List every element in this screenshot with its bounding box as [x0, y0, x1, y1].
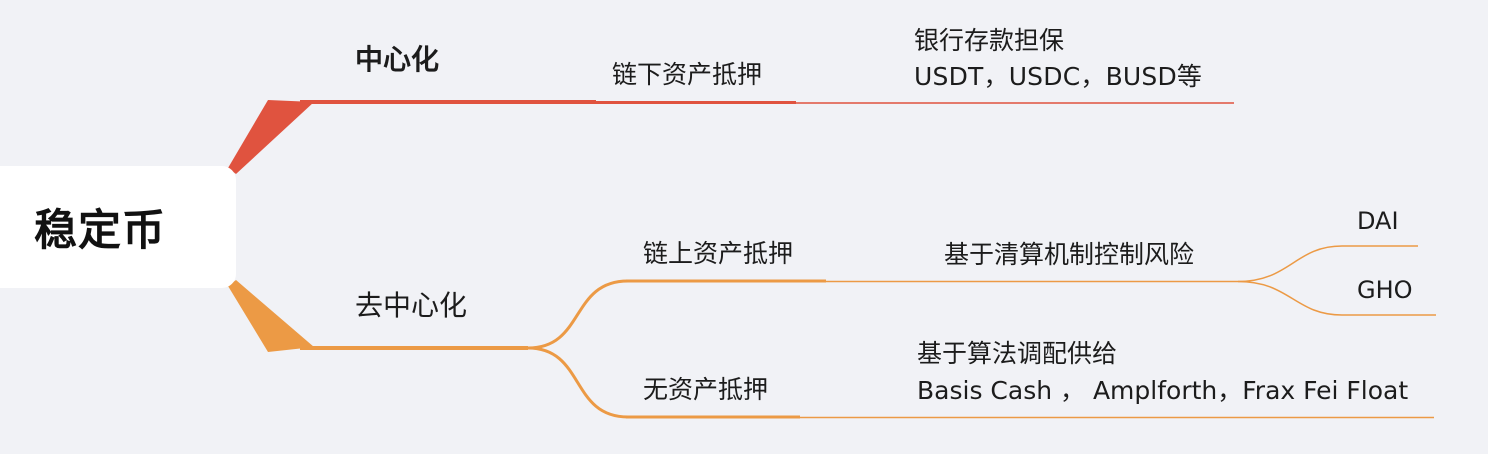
node-decentralized[interactable]: 去中心化	[355, 289, 468, 322]
decentralized-to-noasset-curve	[527, 346, 629, 419]
root-to-centralized-connector	[228, 100, 314, 174]
node-algorithmic-line1[interactable]: 基于算法调配供给	[917, 339, 1118, 368]
node-onchain-collateral[interactable]: 链上资产抵押	[643, 239, 794, 268]
node-algorithmic-line2[interactable]: Basis Cash ， Amplforth，Frax Fei Float	[917, 376, 1409, 405]
root-node[interactable]: 稳定币	[0, 166, 236, 288]
node-dai[interactable]: DAI	[1357, 207, 1399, 235]
node-no-asset-collateral[interactable]: 无资产抵押	[643, 375, 769, 404]
node-bank-deposit-line2[interactable]: USDT，USDC，BUSD等	[914, 62, 1203, 91]
root-to-decentralized-connector	[228, 280, 314, 352]
node-centralized[interactable]: 中心化	[355, 43, 440, 76]
node-gho[interactable]: GHO	[1357, 276, 1413, 304]
decentralized-to-onchain-curve	[527, 279, 629, 350]
node-liquidation-risk[interactable]: 基于清算机制控制风险	[944, 240, 1195, 269]
node-bank-deposit-line1[interactable]: 银行存款担保	[914, 26, 1065, 55]
node-offchain-collateral[interactable]: 链下资产抵押	[612, 60, 763, 89]
root-label: 稳定币	[34, 206, 166, 256]
liquidation-to-gho-curve	[1237, 280, 1343, 316]
liquidation-to-dai-curve	[1237, 245, 1343, 283]
